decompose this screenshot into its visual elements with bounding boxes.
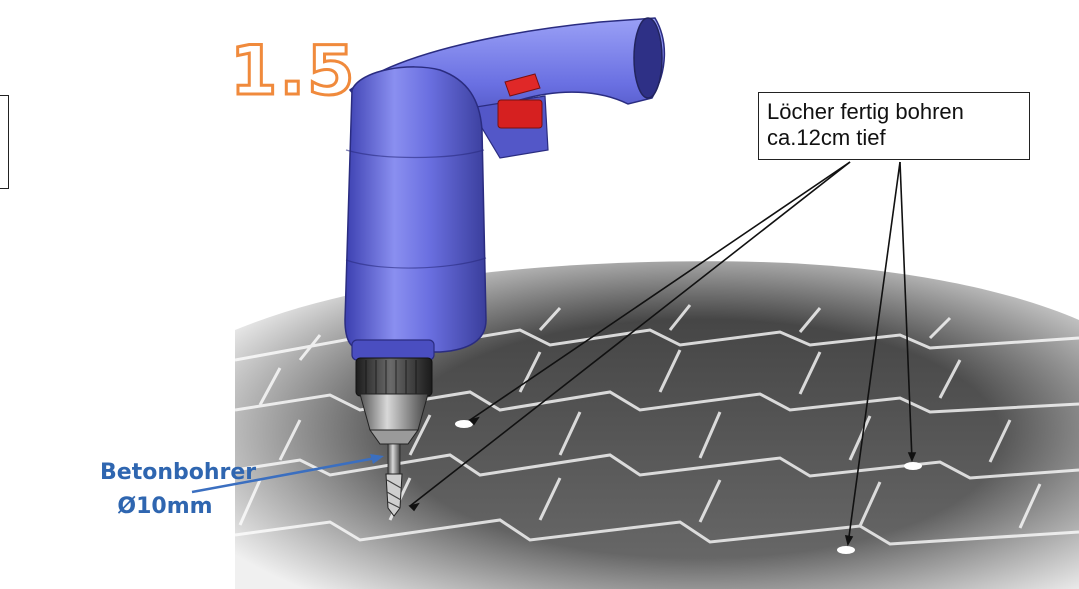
drilling-instruction-callout: Löcher fertig bohren ca.12cm tief bbox=[758, 92, 1030, 160]
drilled-hole bbox=[455, 420, 473, 428]
drilled-hole bbox=[837, 546, 855, 554]
step-number: 1.5 bbox=[228, 32, 357, 111]
cropped-callout-box bbox=[0, 95, 9, 189]
drill-bit-pointer bbox=[191, 454, 384, 494]
callout-line-1: Löcher fertig bohren bbox=[767, 99, 964, 124]
drilled-hole bbox=[904, 462, 922, 470]
drill-bit-label: Betonbohrer Ø10mm bbox=[100, 456, 257, 524]
drill-icon bbox=[344, 17, 666, 517]
drill-bit-diameter: Ø10mm bbox=[117, 494, 213, 519]
drill-bit-name: Betonbohrer bbox=[100, 460, 257, 485]
callout-leader-lines bbox=[408, 161, 917, 547]
callout-line-2: ca.12cm tief bbox=[767, 125, 886, 150]
